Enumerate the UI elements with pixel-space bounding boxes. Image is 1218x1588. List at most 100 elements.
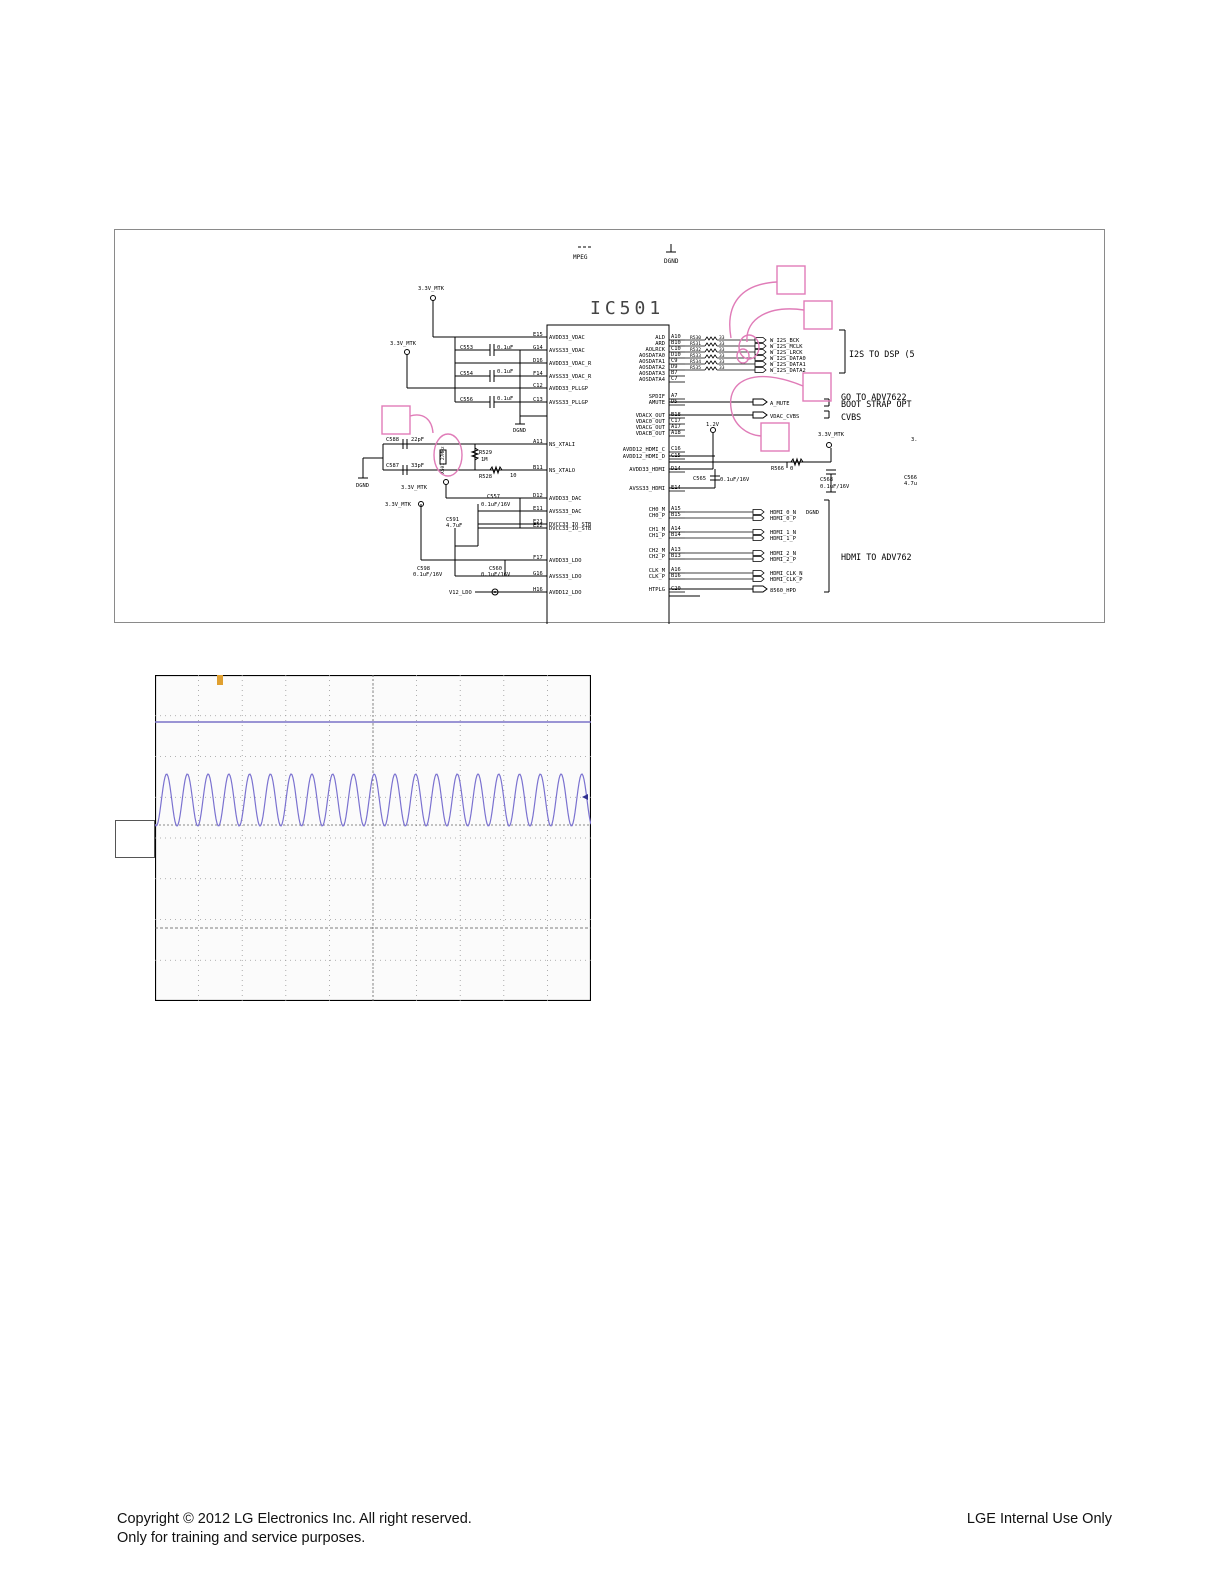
ic-body [546, 324, 670, 624]
purpose-line: Only for training and service purposes. [117, 1530, 366, 1546]
net-port-icon [754, 367, 767, 373]
cap-c553: C553 [460, 345, 473, 351]
ic-pin-name: AVDD33_VDAC_R [549, 361, 592, 367]
hdmi-net-label: HDMI_1_N [770, 530, 796, 536]
ic-pin-name: ARD [655, 341, 665, 347]
ic-pin-name: CH0_P [649, 513, 665, 519]
cap-c554-val: 0.1uF [497, 369, 513, 375]
dgnd-label-a: DGND [513, 428, 526, 434]
cap-c598-val: 0.1uF/16V [413, 572, 443, 578]
ic-pin-name: AVDD33_DAC [549, 496, 581, 502]
net-port-icon [754, 343, 767, 349]
net-port-icon [752, 515, 765, 521]
level-marker-icon [582, 794, 588, 800]
i2s-resistor-ref: R533 [690, 353, 701, 359]
ic-pin-name: AOSDATA2 [639, 365, 665, 371]
ic-pin-number: C13 [533, 397, 543, 403]
res-r566: R566 [771, 466, 784, 472]
ic-pin-name: VDACB_OUT [636, 431, 666, 437]
i2s-resistor-value: 33 [719, 347, 725, 353]
res-r528: R528 [479, 474, 492, 480]
scope-annotation-box [115, 820, 155, 858]
ic-pin-number: D16 [533, 358, 543, 364]
i2s-resistor-ref: R532 [690, 347, 701, 353]
i2s-resistor-ref: R534 [690, 359, 701, 365]
note-boot-strap: BOOT STRAP OPT [841, 399, 912, 409]
ic-pin-number: E11 [533, 506, 543, 512]
ic-pin-name: AVSS33_VDAC [549, 348, 585, 354]
ic-pin-number: B11 [533, 465, 543, 471]
dgnd-label-c: DGND [806, 510, 819, 516]
cap-c553-val: 0.1uF [497, 345, 513, 351]
scope-screen [155, 675, 591, 1001]
cap-c560-val: 0.1uF/16V [481, 572, 511, 578]
i2s-resistor-value: 33 [719, 359, 725, 365]
ic-pin-name: VDACX_OUT [636, 413, 666, 419]
note-go-to-adv: GO TO ADV7622 [841, 392, 907, 402]
res-r566-val: 0 [790, 466, 793, 472]
net-vdac-cvbs: VDAC_CVBS [770, 414, 799, 420]
ic-pin-number: C9 [671, 358, 678, 364]
footer-copyright: Copyright © 2012 LG Electronics Inc. All… [117, 1510, 472, 1548]
ic-pin-number: A18 [671, 430, 681, 436]
ic-pin-name: HTPLG [649, 587, 665, 593]
footer-internal-use: LGE Internal Use Only [966, 1511, 1112, 1527]
i2s-net-label: W_I2S_MCLK [770, 344, 803, 350]
ic-pin-number: F14 [533, 371, 543, 377]
ic-pin-name: ALD [655, 335, 665, 341]
ic-pin-number: G16 [533, 571, 543, 577]
ic-pin-name: DVCC33_IO_STB [549, 522, 591, 528]
ic-pin-number: C12 [533, 383, 543, 389]
ic-pin-name: AOSDATA4 [639, 377, 665, 383]
annotation-box-4 [760, 422, 790, 452]
cap-c587: C587 [386, 463, 399, 469]
net-3v3-c: 3.3V_MTK [401, 485, 428, 491]
ic-pin-name: AVDD12_HDMI_D [623, 454, 665, 460]
ic-pin-number: E15 [533, 332, 543, 338]
ic-pin-name: AOSDATA1 [639, 359, 665, 365]
ic-pin-name: AVDD12_LDO [549, 590, 581, 596]
net-3v3-e: 3.3V_MTK [818, 432, 845, 438]
top-label-dgnd: DGND [664, 258, 679, 265]
top-label-mpeg: MPEG [573, 254, 588, 261]
cap-c566-val: 4.7u [904, 481, 917, 487]
net-port-icon [752, 535, 765, 541]
cap-c568-val: 0.1uF/16V [820, 484, 850, 490]
i2s-net-label: W_I2S_BCK [770, 338, 800, 344]
annotation-box-2 [803, 300, 833, 330]
annotation-arrow-2 [746, 308, 805, 343]
ic-pin-name: SPDIF [649, 394, 665, 400]
oscilloscope-waveform [155, 675, 591, 1001]
ic-pin-number: B10 [671, 340, 681, 346]
ic-pin-name: CH2_P [649, 554, 665, 560]
cap-c598: C598 [417, 566, 430, 572]
ic-pin-name: AVDD33_HDMI [629, 467, 665, 473]
ic-pin-number: A14 [671, 526, 681, 532]
net-3v3-d: 3.3V_MTK [385, 502, 412, 508]
i2s-resistor [704, 366, 718, 371]
ic-pin-name: AOSDATA0 [639, 353, 665, 359]
ic-pin-number: B15 [671, 512, 681, 518]
ic-pin-name: NS_XTALI [549, 442, 575, 448]
hdmi-net-label: HDMI_CLK_P [770, 577, 802, 583]
i2s-resistor [704, 348, 718, 353]
ic-pin-name: AVSS33_LDO [549, 574, 581, 580]
ic-pin-number: G14 [533, 345, 543, 351]
ic-pin-number: H16 [533, 587, 543, 593]
annotation-arrow-3 [729, 376, 804, 437]
note-cvbs: CVBS [841, 412, 861, 422]
ic-pin-number: C7 [671, 376, 678, 382]
ic-pin-name: AVDD33_LDO [549, 558, 581, 564]
net-port-icon [754, 355, 767, 361]
ic-pin-number: D9 [671, 364, 678, 370]
i2s-net-label: W_I2S_LRCK [770, 350, 803, 356]
ic-pin-number: A11 [533, 439, 543, 445]
ic-pin-number: A16 [671, 567, 681, 573]
ic-pin-name: AOSDATA3 [639, 371, 665, 377]
ic-pin-number: B13 [671, 553, 681, 559]
i2s-resistor-ref: R531 [690, 341, 701, 347]
hdmi-net-label: HDMI_0_N [770, 510, 796, 516]
ic-pin-name: AVDD33_PLLGP [549, 386, 588, 392]
i2s-resistor [704, 354, 718, 359]
